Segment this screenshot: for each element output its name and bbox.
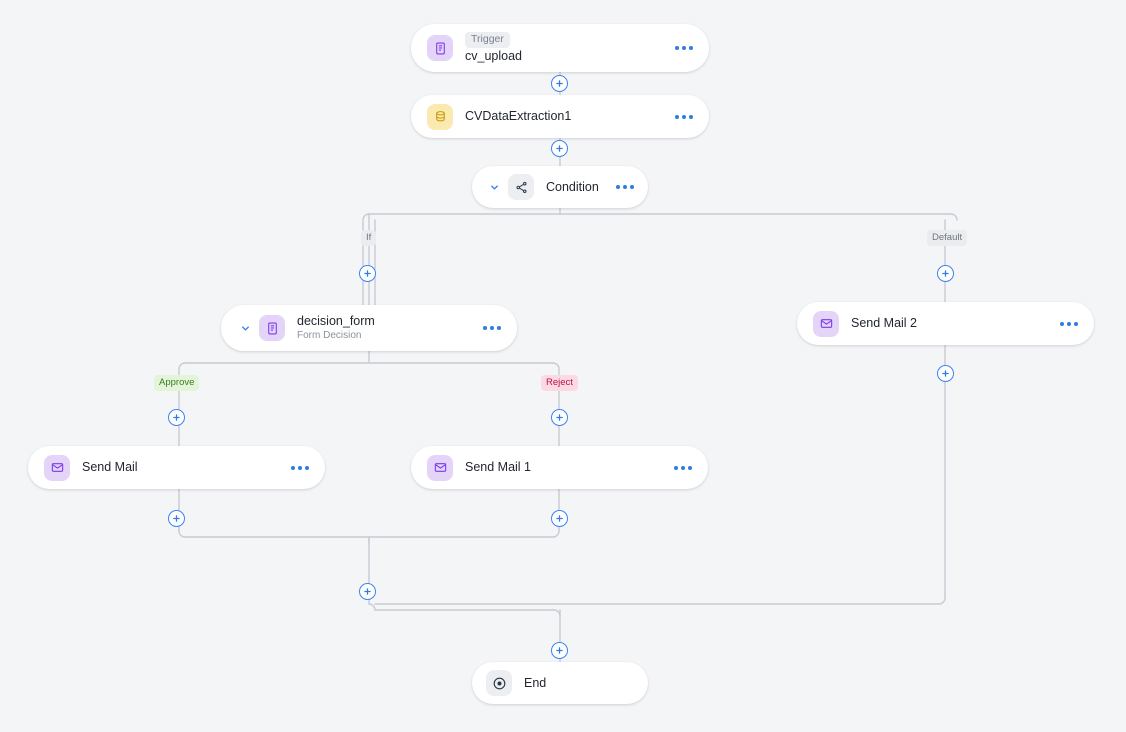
node-title: decision_form <box>297 314 375 328</box>
stack-icon <box>427 103 453 130</box>
send-mail-1-node[interactable]: Send Mail 1 <box>411 446 708 489</box>
branch-label-default: Default <box>927 230 968 246</box>
more-options-icon[interactable] <box>1048 321 1078 326</box>
target-icon <box>486 670 512 696</box>
add-step-reject-branch[interactable] <box>551 409 568 426</box>
node-title: Send Mail <box>82 460 138 474</box>
form-icon <box>427 35 453 61</box>
chevron-down-icon[interactable] <box>486 179 502 195</box>
mail-icon <box>427 454 453 481</box>
node-title: End <box>524 675 547 690</box>
cvdataextraction-node[interactable]: CVDataExtraction1 <box>411 95 709 138</box>
add-step-after-send-mail-1[interactable] <box>551 510 568 527</box>
node-title: Send Mail 2 <box>851 316 918 330</box>
condition-node[interactable]: Condition <box>472 166 648 208</box>
more-options-icon[interactable] <box>662 465 692 470</box>
branch-label-if: If <box>361 230 377 246</box>
add-step-approve-branch[interactable] <box>168 409 185 426</box>
add-step-after-send-mail-2[interactable] <box>937 365 954 382</box>
branch-icon <box>508 174 534 200</box>
trigger-node[interactable]: Trigger cv_upload <box>411 24 709 72</box>
mail-icon <box>813 310 839 337</box>
more-options-icon[interactable] <box>279 465 309 470</box>
branch-label-approve: Approve <box>154 375 200 391</box>
more-options-icon[interactable] <box>663 46 693 50</box>
more-options-icon[interactable] <box>604 185 634 189</box>
node-title: Condition <box>546 179 599 194</box>
end-node[interactable]: End <box>472 662 648 704</box>
add-step-before-end[interactable] <box>551 642 568 659</box>
more-options-icon[interactable] <box>663 114 693 119</box>
node-title: cv_upload <box>465 49 522 63</box>
add-step-trigger-to-cvdata[interactable] <box>551 75 568 92</box>
add-step-if-branch[interactable] <box>359 265 376 282</box>
more-options-icon[interactable] <box>471 326 501 330</box>
mail-icon <box>44 454 70 481</box>
send-mail-2-node[interactable]: Send Mail 2 <box>797 302 1094 345</box>
chevron-down-icon[interactable] <box>237 320 253 336</box>
send-mail-node[interactable]: Send Mail <box>28 446 325 489</box>
node-title: CVDataExtraction1 <box>465 109 572 123</box>
add-step-after-send-mail[interactable] <box>168 510 185 527</box>
branch-label-reject: Reject <box>541 375 578 391</box>
node-title: Send Mail 1 <box>465 460 532 474</box>
trigger-badge: Trigger <box>465 32 510 48</box>
add-step-after-form-merge[interactable] <box>359 583 376 600</box>
decision-form-node[interactable]: decision_form Form Decision <box>221 305 517 351</box>
node-subtitle: Form Decision <box>297 330 362 341</box>
form-icon <box>259 315 285 341</box>
add-step-cvdata-to-condition[interactable] <box>551 140 568 157</box>
add-step-default-branch[interactable] <box>937 265 954 282</box>
